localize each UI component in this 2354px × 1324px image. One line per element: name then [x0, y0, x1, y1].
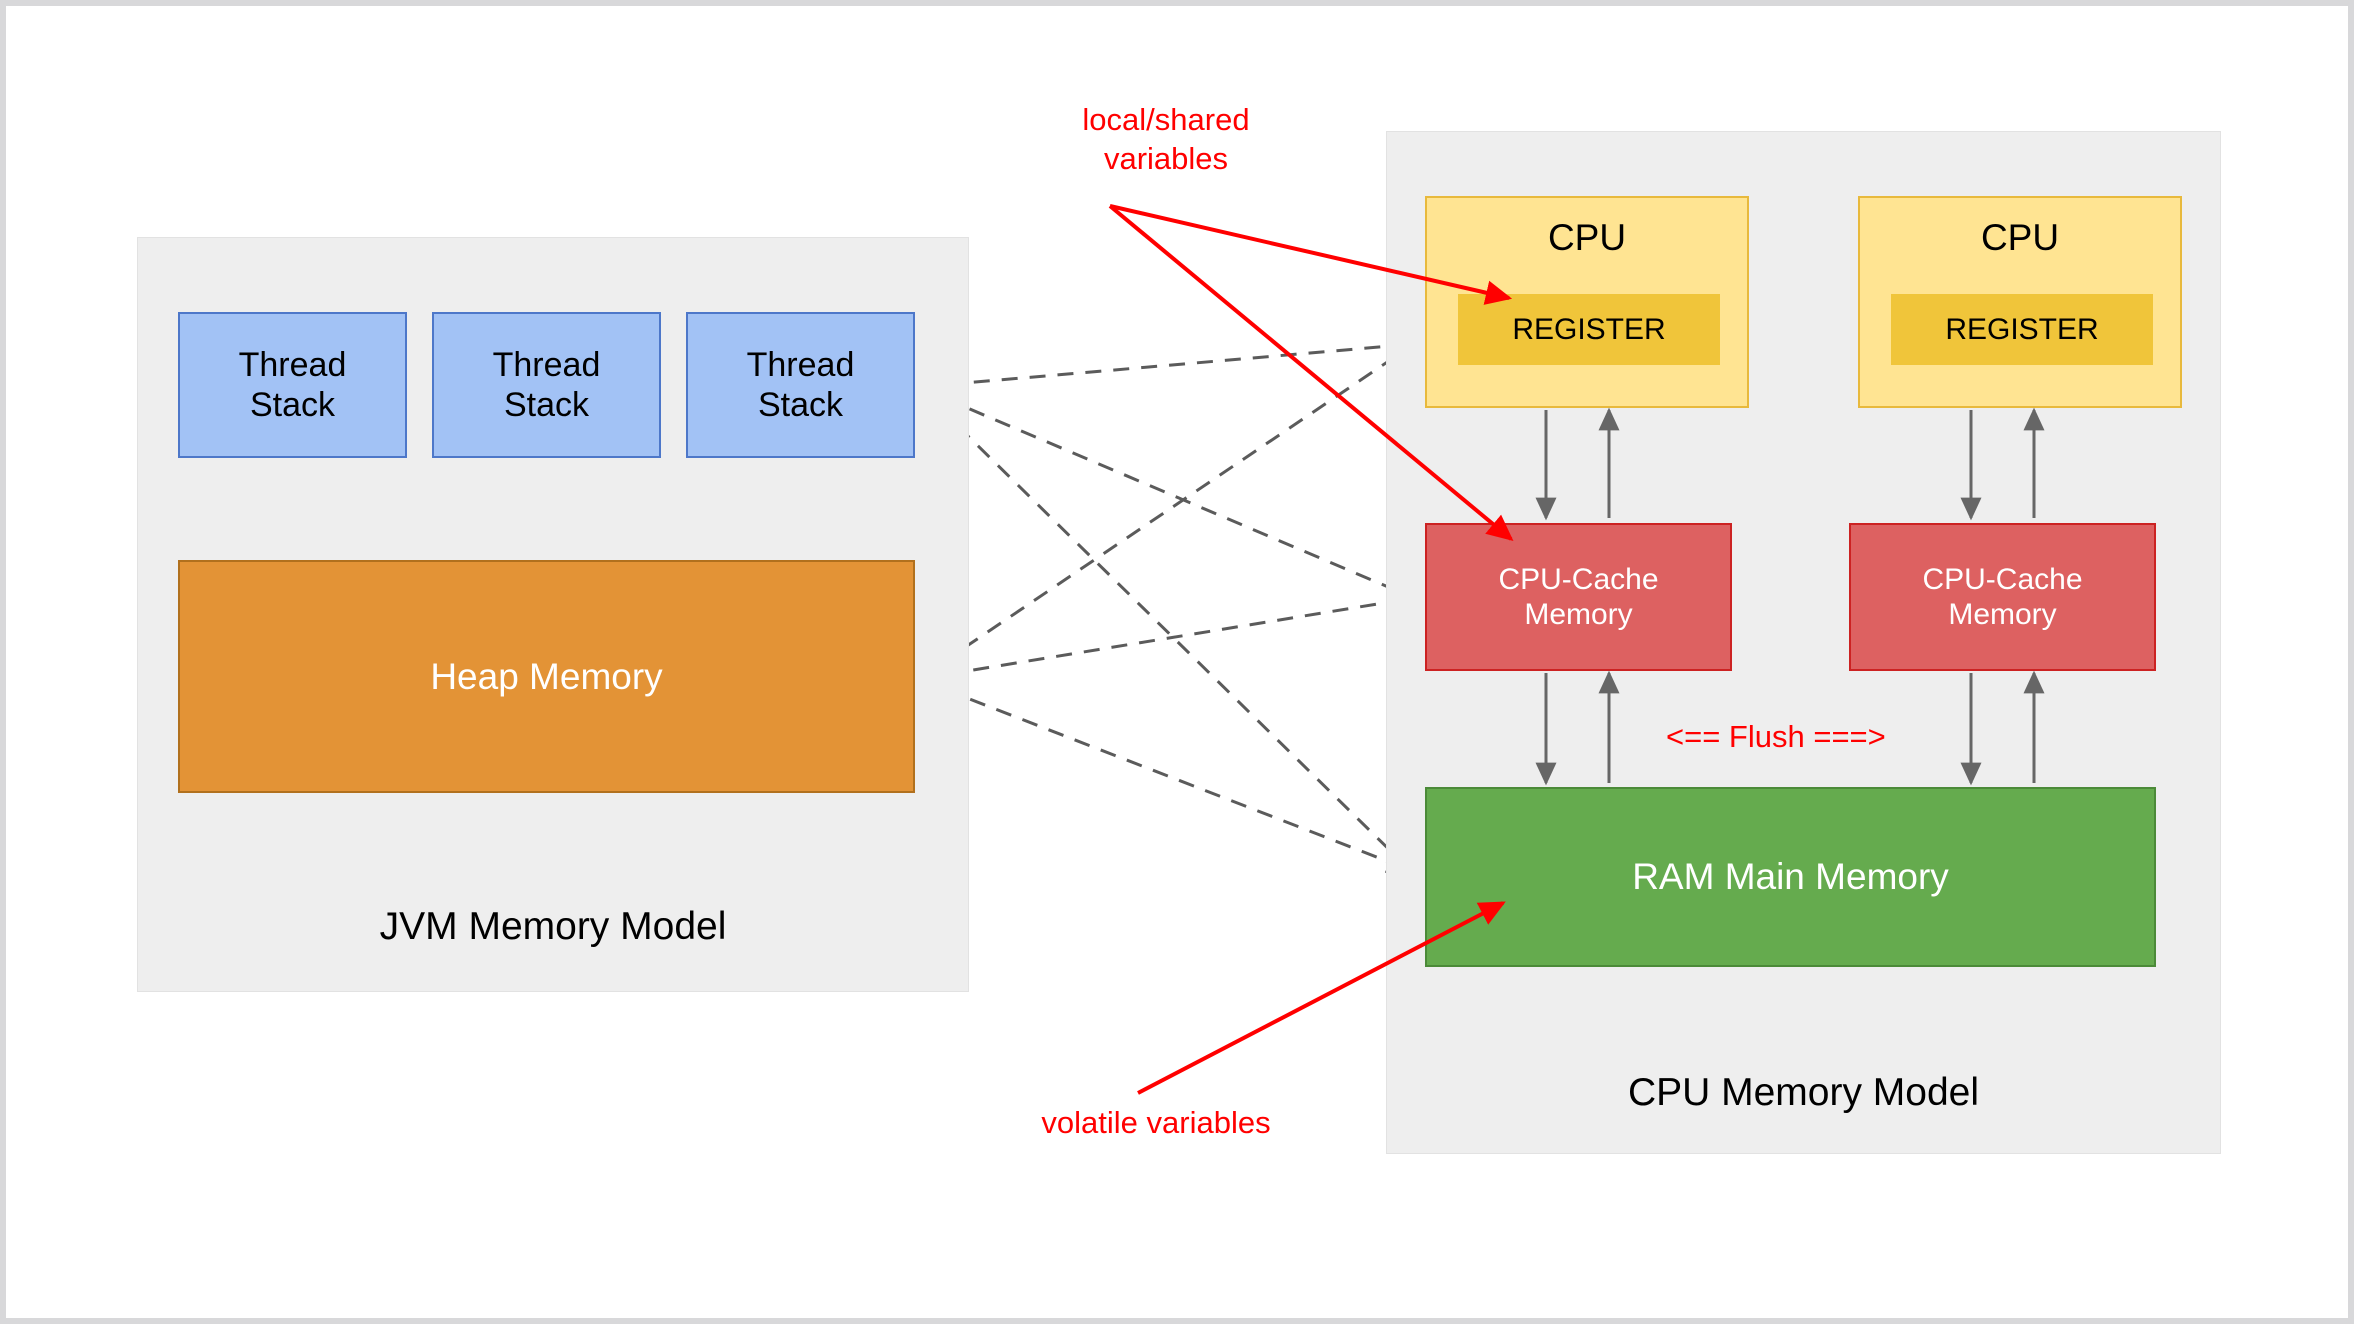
cpu-label-1: CPU — [1547, 217, 1627, 258]
cpu-panel-title: CPU Memory Model — [1627, 1071, 1980, 1115]
link-thread-to-register — [917, 334, 1418, 389]
ram-main-memory-box: RAM Main Memory — [1425, 787, 2156, 967]
jvm-panel-title: JVM Memory Model — [379, 905, 727, 949]
cpu-cache-memory-box-1: CPU-Cache Memory — [1425, 523, 1732, 671]
link-thread-to-cache — [917, 385, 1418, 600]
annotation-volatile-variables: volatile variables — [1041, 1105, 1271, 1140]
link-heap-to-register — [917, 342, 1417, 681]
cpu-label-2: CPU — [1980, 217, 2060, 258]
heap-memory-box: Heap Memory — [178, 560, 915, 793]
thread-stack-box-1: Thread Stack — [178, 312, 407, 458]
register-box-2: REGISTER — [1891, 294, 2153, 365]
thread-stack-box-2: Thread Stack — [432, 312, 661, 458]
flush-label: <== Flush ===> — [1666, 719, 1886, 754]
link-thread-to-ram — [916, 385, 1413, 873]
cpu-box-1: CPU REGISTER — [1425, 196, 1749, 408]
thread-stack-box-3: Thread Stack — [686, 312, 915, 458]
cpu-box-2: CPU REGISTER — [1858, 196, 2182, 408]
link-heap-to-ram — [917, 677, 1414, 873]
register-box-1: REGISTER — [1458, 294, 1720, 365]
link-heap-to-cache — [917, 590, 1418, 681]
annotation-local-shared-variables: local/shared variables — [1082, 102, 1250, 176]
cpu-cache-memory-box-2: CPU-Cache Memory — [1849, 523, 2156, 671]
